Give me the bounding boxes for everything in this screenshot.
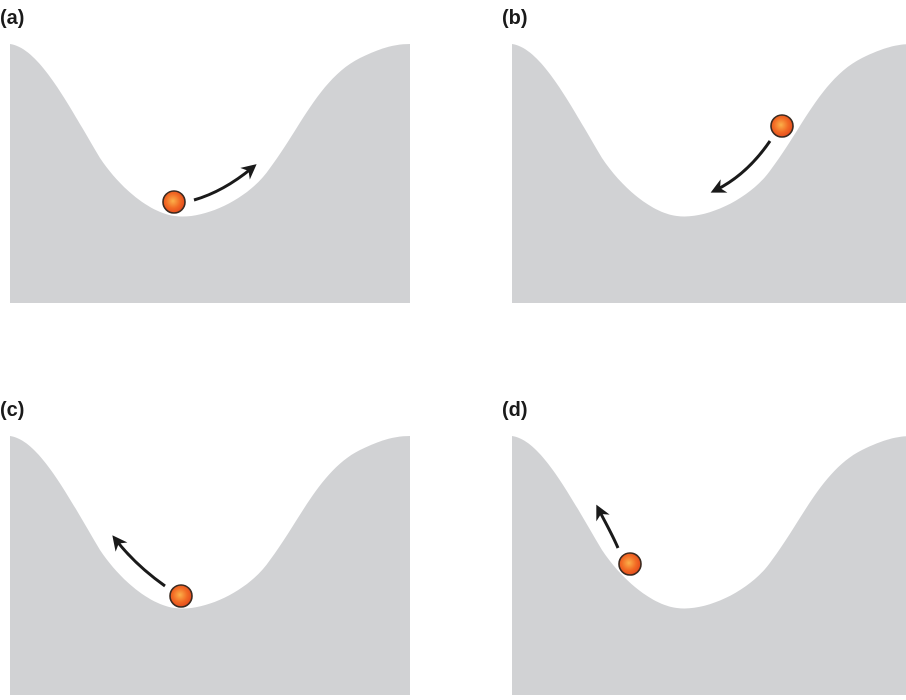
panel-label-b: (b) bbox=[502, 7, 528, 29]
ball bbox=[618, 552, 642, 576]
energy-landscape bbox=[512, 44, 906, 303]
energy-landscape bbox=[10, 436, 410, 695]
diagram-c bbox=[10, 436, 410, 695]
motion-arrow bbox=[710, 140, 772, 193]
panel-c: (c) bbox=[0, 400, 420, 700]
ball bbox=[169, 584, 193, 608]
panel-a: (a) bbox=[0, 8, 420, 308]
energy-landscape bbox=[10, 44, 410, 303]
diagram-a bbox=[10, 44, 410, 303]
panel-label-d: (d) bbox=[502, 399, 528, 421]
motion-arrow bbox=[596, 504, 620, 549]
panel-d: (d) bbox=[502, 400, 906, 700]
panel-label-a: (a) bbox=[0, 7, 25, 29]
panel-label-c: (c) bbox=[0, 399, 25, 421]
ball bbox=[770, 114, 794, 138]
energy-landscape bbox=[512, 436, 906, 695]
motion-arrow bbox=[193, 164, 257, 202]
diagram-b bbox=[512, 44, 906, 303]
ball bbox=[162, 190, 186, 214]
panel-b: (b) bbox=[502, 8, 906, 308]
diagram-d bbox=[512, 436, 906, 695]
motion-arrow bbox=[112, 535, 166, 588]
